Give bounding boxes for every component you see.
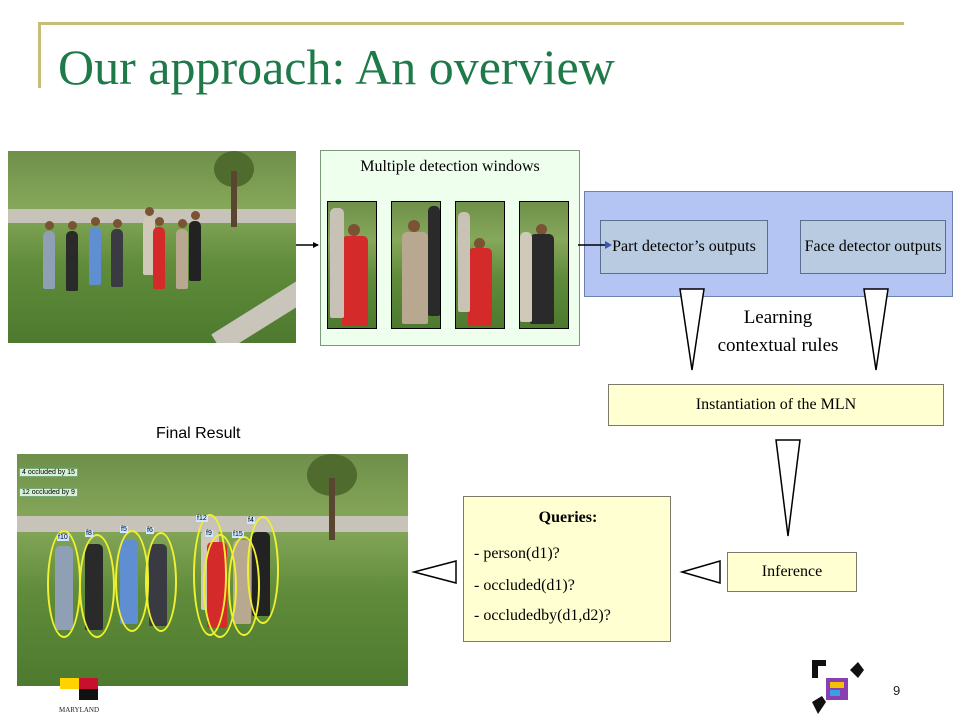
ellipse-label: f8	[85, 530, 93, 537]
ellipse-label: f9	[205, 530, 213, 537]
input-photo	[8, 151, 296, 343]
face-to-mln-wedge	[863, 288, 889, 371]
person-body	[530, 234, 554, 324]
detection-ellipse	[115, 530, 149, 632]
person-body	[89, 227, 101, 285]
person-head	[155, 217, 164, 226]
person-head	[178, 219, 187, 228]
detection-window-2	[391, 201, 441, 329]
detection-windows-panel: Multiple detection windows	[320, 150, 580, 346]
ellipse-label: f10	[57, 534, 69, 541]
maryland-flag-logo: MARYLAND	[59, 678, 99, 714]
person-head	[348, 224, 360, 236]
person-body	[111, 229, 123, 287]
detection-window-3	[455, 201, 505, 329]
face-detector-box: Face detector outputs	[800, 220, 946, 274]
learning-line-2: contextual rules	[717, 335, 839, 356]
person-head	[68, 221, 77, 230]
detection-ellipse	[47, 530, 81, 638]
person-body	[402, 232, 428, 324]
final-result-photo: 4 occluded by 15 12 occluded by 9 f10 f8…	[17, 454, 408, 686]
person-body	[66, 231, 78, 291]
detection-ellipse	[247, 516, 279, 624]
occlusion-tag: 12 occluded by 9	[19, 488, 78, 497]
query-item: - occluded(d1)?	[474, 577, 575, 594]
tree-trunk	[231, 171, 237, 227]
tree-trunk	[329, 478, 335, 540]
inference-to-queries-wedge	[679, 560, 721, 584]
person-body	[176, 229, 188, 289]
occlusion-tag: 4 occluded by 15	[19, 468, 78, 477]
queries-box: Queries: - person(d1)? - occluded(d1)? -…	[463, 496, 671, 642]
top-rule	[38, 22, 904, 25]
query-item: - person(d1)?	[474, 545, 560, 562]
person-body	[428, 206, 440, 316]
part-detector-box: Part detector’s outputs	[600, 220, 768, 274]
left-rule	[38, 22, 41, 88]
photo-to-windows-arrowhead	[313, 242, 319, 248]
person-body	[520, 232, 532, 322]
person-head	[474, 238, 485, 249]
slide-title: Our approach: An overview	[58, 39, 615, 95]
person-body	[43, 231, 55, 289]
page-number: 9	[893, 683, 901, 698]
ellipse-label: f15	[232, 531, 244, 538]
final-result-label: Final Result	[156, 425, 241, 442]
walkway-diagonal	[211, 270, 296, 343]
walkway	[8, 209, 296, 223]
cfar-logo	[812, 660, 864, 714]
ellipse-label: f4	[247, 517, 255, 524]
person-body	[143, 217, 155, 275]
learning-line-1: Learning	[743, 307, 813, 328]
person-head	[408, 220, 420, 232]
person-body	[458, 212, 470, 312]
queries-to-result-wedge	[411, 560, 457, 584]
detection-windows-label: Multiple detection windows	[360, 158, 540, 175]
person-head	[536, 224, 547, 235]
detector-outputs-panel: Part detector’s outputs Face detector ou…	[584, 191, 953, 297]
person-head	[113, 219, 122, 228]
mln-box: Instantiation of the MLN	[608, 384, 944, 426]
ellipse-label: f6	[146, 527, 154, 534]
learning-label: Learning contextual rules	[698, 304, 858, 360]
ellipse-label: f5	[120, 526, 128, 533]
detection-window-1	[327, 201, 377, 329]
person-body	[342, 236, 368, 326]
person-head	[45, 221, 54, 230]
detection-ellipse	[79, 534, 115, 638]
person-body	[468, 248, 492, 326]
queries-title: Queries:	[538, 509, 598, 526]
inference-box: Inference	[727, 552, 857, 592]
ellipse-label: f12	[196, 515, 208, 522]
person-head	[145, 207, 154, 216]
maryland-logo-text: MARYLAND	[59, 706, 99, 714]
query-item: - occludedby(d1,d2)?	[474, 607, 611, 624]
mln-to-inference-wedge	[775, 439, 801, 537]
person-body	[153, 227, 165, 289]
detection-ellipse	[145, 532, 177, 632]
person-head	[91, 217, 100, 226]
person-body	[330, 208, 344, 318]
person-body	[189, 221, 201, 281]
person-head	[191, 211, 200, 220]
detection-window-4	[519, 201, 569, 329]
